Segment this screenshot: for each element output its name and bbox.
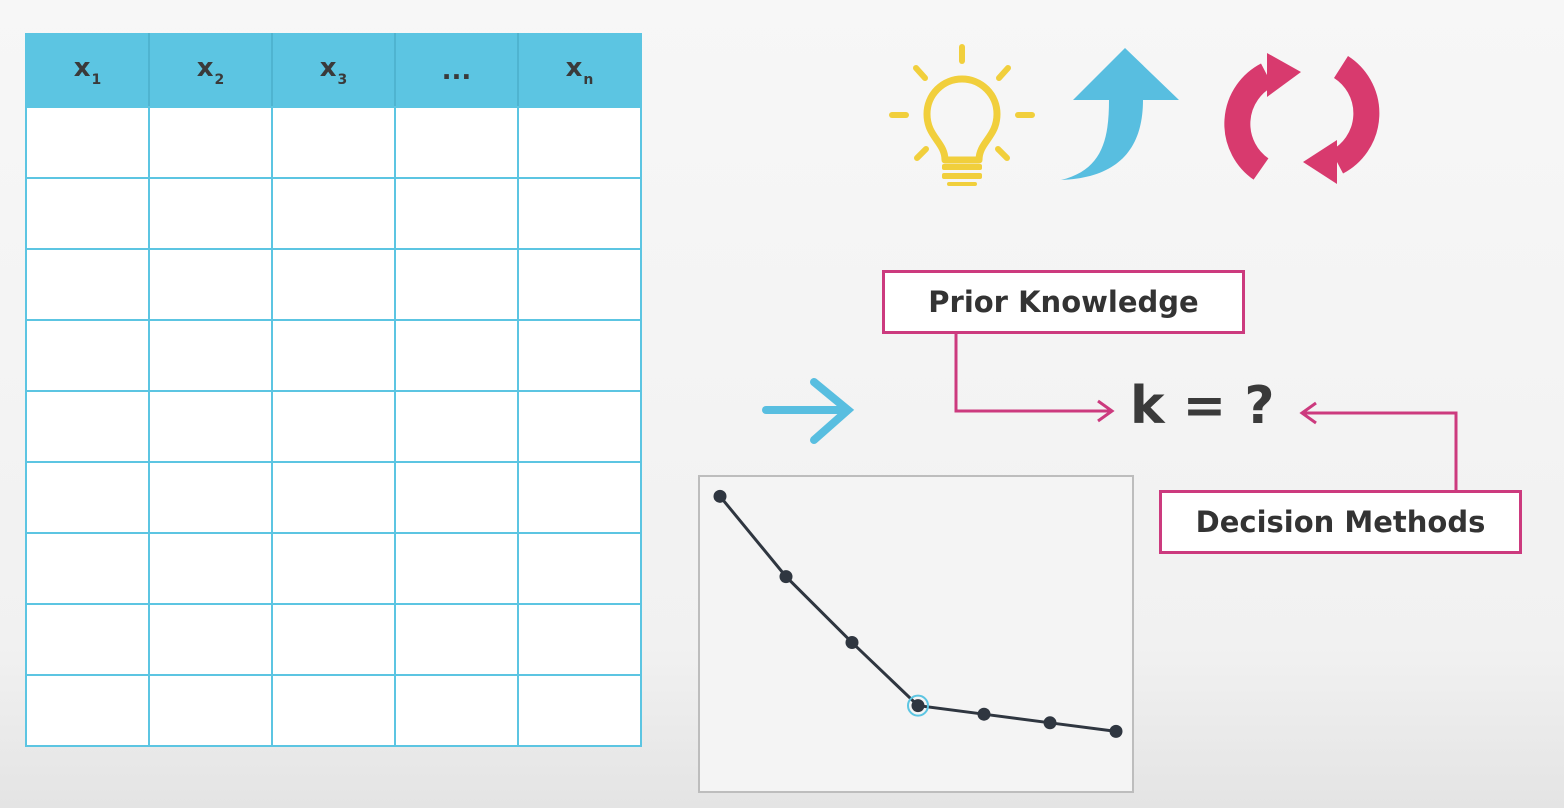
table-cell	[148, 390, 273, 463]
prior-knowledge-connector	[954, 334, 1115, 423]
table-cell	[271, 177, 396, 250]
column-header-subscript: 2	[214, 72, 225, 88]
table-cell	[148, 248, 273, 321]
table-cell	[394, 390, 519, 463]
table-row	[25, 106, 642, 179]
k-question-label: k = ?	[1130, 376, 1275, 436]
table-row	[25, 248, 642, 321]
column-header-3: x3	[271, 33, 396, 108]
table-cell	[517, 532, 642, 605]
column-header-4: ...	[394, 33, 519, 108]
column-header-base: x	[565, 53, 583, 83]
data-point	[911, 699, 925, 713]
column-header-2: x2	[148, 33, 273, 108]
elbow-chart-plot	[713, 489, 1123, 738]
right-arrow-icon	[762, 378, 855, 444]
prior-knowledge-label: Prior Knowledge	[928, 285, 1199, 319]
table-cell	[148, 603, 273, 676]
column-header-base: x	[319, 53, 337, 83]
table-cell	[517, 106, 642, 179]
table-cell	[271, 674, 396, 747]
table-cell	[517, 248, 642, 321]
table-cell	[25, 177, 150, 250]
table-cell	[271, 248, 396, 321]
table-cell	[148, 532, 273, 605]
lightbulb-icon	[889, 44, 1035, 186]
table-cell	[271, 106, 396, 179]
table-cell	[25, 390, 150, 463]
table-row	[25, 177, 642, 250]
table-cell	[394, 674, 519, 747]
table-cell	[517, 461, 642, 534]
table-row	[25, 319, 642, 392]
data-point	[977, 707, 991, 721]
table-row	[25, 674, 642, 747]
table-cell	[25, 461, 150, 534]
cycle-arrows-icon	[1224, 53, 1380, 184]
table-cell	[25, 674, 150, 747]
table-cell	[25, 319, 150, 392]
table-cell	[25, 603, 150, 676]
table-body	[25, 106, 642, 747]
table-cell	[517, 390, 642, 463]
table-cell	[271, 390, 396, 463]
data-point	[1043, 716, 1057, 730]
decision-methods-connector	[1299, 401, 1458, 490]
table-cell	[148, 674, 273, 747]
table-cell	[394, 177, 519, 250]
table-cell	[148, 177, 273, 250]
column-header-base: x	[73, 53, 91, 83]
table-cell	[394, 106, 519, 179]
column-header-1: x1	[25, 33, 150, 108]
icons-row	[885, 40, 1415, 200]
table-cell	[394, 319, 519, 392]
table-cell	[271, 603, 396, 676]
column-header-subscript: 3	[337, 72, 348, 88]
up-arrow-icon	[1061, 48, 1179, 180]
table-cell	[394, 248, 519, 321]
table-cell	[394, 603, 519, 676]
table-cell	[25, 106, 150, 179]
table-cell	[148, 106, 273, 179]
table-cell	[517, 319, 642, 392]
table-row	[25, 603, 642, 676]
decision-methods-label: Decision Methods	[1195, 505, 1486, 539]
table-cell	[148, 319, 273, 392]
column-header-base: x	[196, 53, 214, 83]
table-cell	[25, 248, 150, 321]
table-row	[25, 390, 642, 463]
table-cell	[271, 461, 396, 534]
table-cell	[394, 461, 519, 534]
table-row	[25, 532, 642, 605]
table-cell	[394, 532, 519, 605]
column-header-subscript: n	[583, 72, 594, 88]
table-cell	[517, 603, 642, 676]
table-cell	[517, 674, 642, 747]
elbow-chart	[698, 475, 1134, 793]
column-header-subscript: 1	[91, 72, 102, 88]
elbow-highlight-ring	[907, 694, 929, 717]
decision-methods-box: Decision Methods	[1159, 490, 1522, 554]
table-cell	[148, 461, 273, 534]
column-header-base: ...	[441, 55, 472, 86]
data-point	[713, 489, 727, 503]
data-point	[1109, 724, 1123, 738]
column-header-5: xn	[517, 33, 642, 108]
table-cell	[25, 532, 150, 605]
table-cell	[271, 532, 396, 605]
table-cell	[271, 319, 396, 392]
data-point	[845, 636, 859, 650]
data-point	[779, 570, 793, 584]
table-cell	[517, 177, 642, 250]
table-row	[25, 461, 642, 534]
prior-knowledge-box: Prior Knowledge	[882, 270, 1245, 334]
